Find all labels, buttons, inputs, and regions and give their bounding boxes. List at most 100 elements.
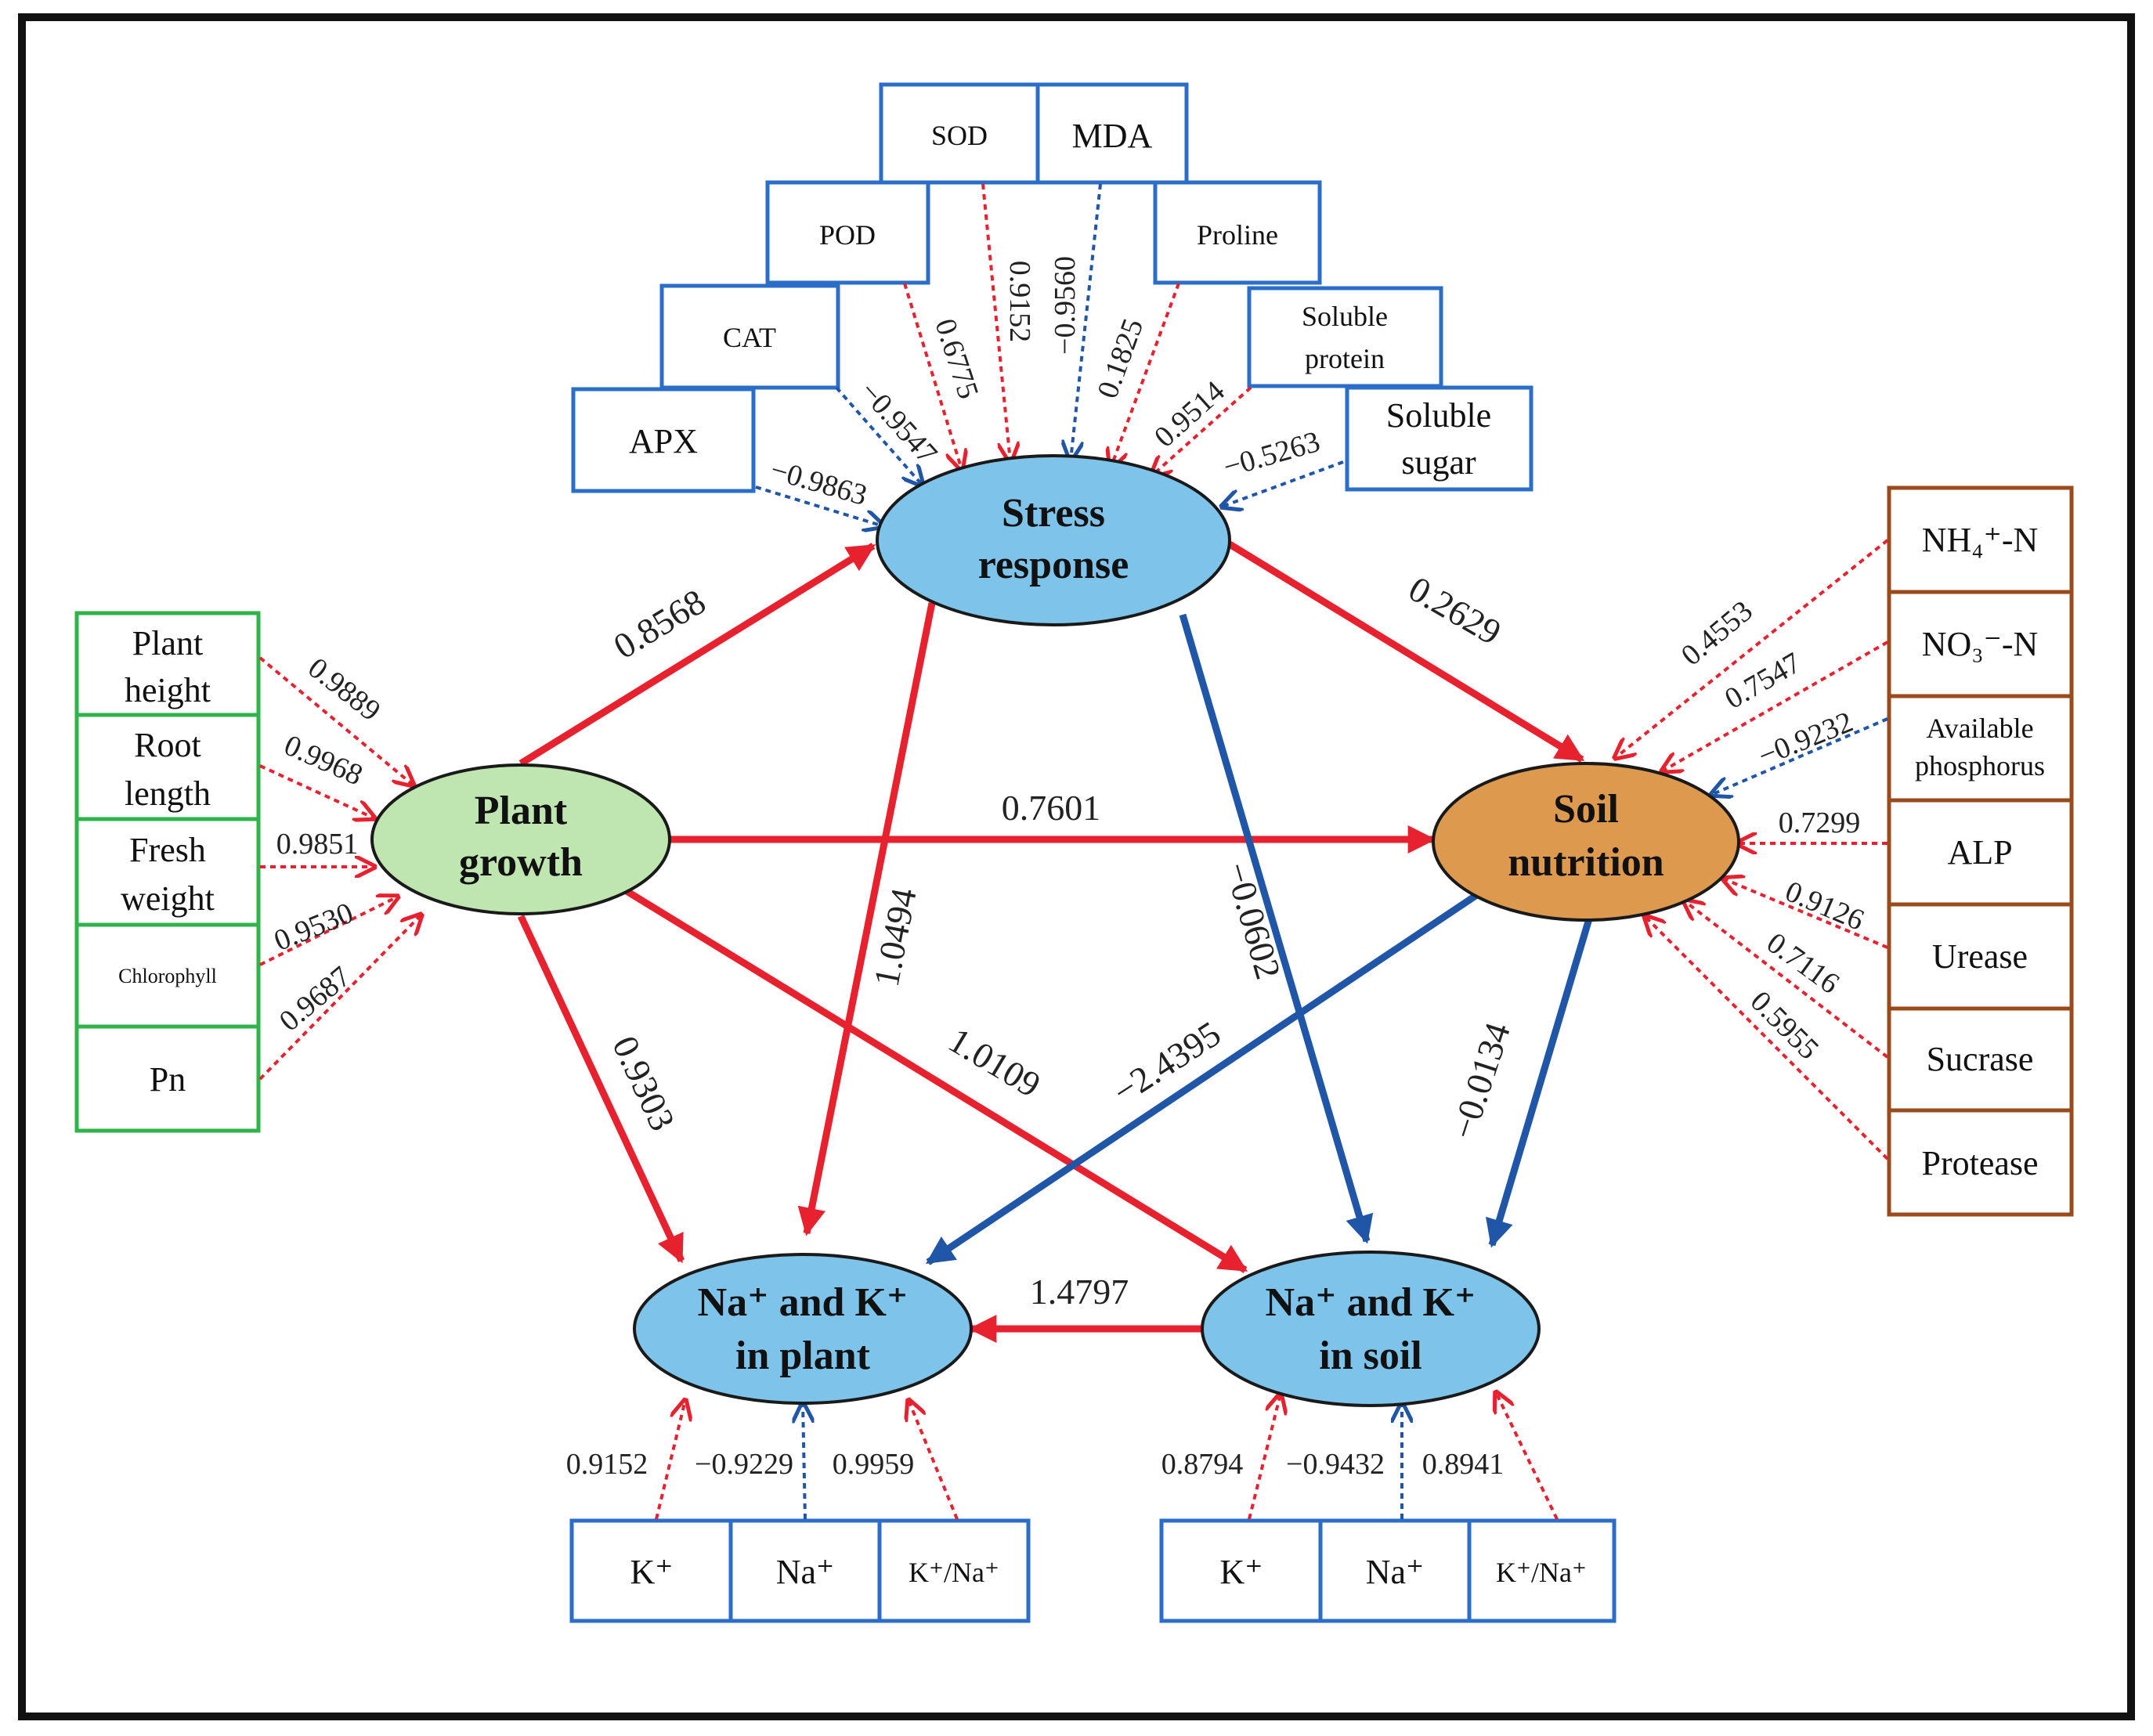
arrow-root-length <box>259 764 374 818</box>
soil-ion-boxes <box>1159 1518 1617 1623</box>
box-sucrase <box>1887 1006 2074 1113</box>
box-no3 <box>1887 590 2074 698</box>
box-sod <box>879 82 1040 185</box>
arrow-available-phosphorus <box>1711 717 1888 795</box>
label-soluble-sugar-1: Soluble <box>1386 396 1491 435</box>
stress-indicator-arrows <box>755 183 1344 526</box>
label-urease: Urease <box>1932 937 2028 976</box>
label-no3: NO₃⁻-N <box>1922 625 2039 663</box>
growth-indicator-arrows <box>258 656 421 1081</box>
node-ions-soil-line2: in soil <box>1319 1334 1422 1378</box>
box-proline <box>1153 180 1322 285</box>
path-growth-to-ions-plant <box>517 915 685 1264</box>
arrow-chlorophyll <box>259 897 398 966</box>
label-sucrase: Sucrase <box>1927 1040 2034 1078</box>
coef-pn: 0.9687 <box>273 960 357 1038</box>
path-growth-to-ions-soil <box>624 888 1248 1273</box>
node-stress-line2: response <box>978 543 1129 587</box>
coef-soil-na: −0.9432 <box>1286 1448 1385 1481</box>
box-plant-k <box>569 1518 733 1623</box>
label-fresh-weight-2: weight <box>121 879 215 918</box>
structural-path-coefs: 0.8568 0.2629 0.7601 1.0494 −0.0602 0.93… <box>605 568 1518 1312</box>
arrow-nh4 <box>1615 539 1889 758</box>
node-stress-response: Stress response <box>876 454 1231 626</box>
coef-stress-to-soil: 0.2629 <box>1402 568 1508 652</box>
soil-indicator-arrows <box>1615 539 1889 1160</box>
soil-indicator-boxes <box>1887 485 2074 1217</box>
soil-indicator-labels: NH₄⁺-N NO₃⁻-N Available phosphorus ALP U… <box>1915 521 2045 1182</box>
arrow-soil-kna <box>1496 1392 1559 1520</box>
coef-chlorophyll: 0.9530 <box>269 897 358 958</box>
coef-pod: 0.6775 <box>928 315 984 402</box>
box-plant-kna <box>877 1518 1031 1623</box>
label-chlorophyll: Chlorophyll <box>118 965 217 987</box>
node-soil-line2: nutrition <box>1508 840 1664 885</box>
box-pod <box>765 180 930 285</box>
coef-sucrase: 0.7116 <box>1761 926 1845 1001</box>
plant-ion-boxes <box>569 1518 1031 1623</box>
path-stress-to-soil <box>1227 541 1585 763</box>
coef-soil-to-ions-soil: −0.0134 <box>1443 1018 1518 1144</box>
label-soluble-sugar-2: sugar <box>1401 443 1476 482</box>
node-ions-plant-ellipse <box>633 1253 973 1405</box>
box-plant-height <box>74 611 261 717</box>
label-apx: APX <box>629 422 698 460</box>
coef-plant-height: 0.9889 <box>302 651 386 727</box>
path-stress-to-ions-soil <box>1179 613 1374 1244</box>
label-pod: POD <box>819 219 876 251</box>
label-sod: SOD <box>931 120 988 151</box>
node-plant-growth: Plant growth <box>370 763 671 915</box>
box-root-length <box>74 713 261 821</box>
box-soil-k <box>1159 1518 1323 1623</box>
coef-root-length: 0.9968 <box>280 729 368 792</box>
node-ions-plant-line2: in plant <box>735 1334 871 1378</box>
coef-growth-to-soil: 0.7601 <box>1002 788 1101 828</box>
box-soil-kna <box>1467 1518 1617 1623</box>
label-available-phosphorus-2: phosphorus <box>1915 750 2045 781</box>
node-ions-plant-line1: Na⁺ and K⁺ <box>698 1280 909 1325</box>
label-protease: Protease <box>1921 1144 2038 1182</box>
coef-plant-na: −0.9229 <box>695 1448 793 1481</box>
ion-box-labels: K⁺ Na⁺ K⁺/Na⁺ K⁺ Na⁺ K⁺/Na⁺ <box>630 1553 1587 1591</box>
node-soil-ellipse <box>1432 762 1740 922</box>
growth-indicator-boxes <box>74 611 261 1133</box>
arrow-pn <box>258 915 421 1081</box>
arrow-apx <box>755 485 883 526</box>
node-soil-nutrition: Soil nutrition <box>1432 762 1740 922</box>
label-cat: CAT <box>723 322 776 353</box>
node-stress-ellipse <box>876 454 1231 626</box>
arrow-cat <box>835 386 923 485</box>
box-chlorophyll <box>74 922 261 1029</box>
label-plant-k: K⁺ <box>630 1553 674 1591</box>
node-growth-line1: Plant <box>475 789 568 833</box>
coef-alp: 0.7299 <box>1779 807 1861 839</box>
arrow-soluble-sugar <box>1222 460 1344 507</box>
node-ions-soil-line1: Na⁺ and K⁺ <box>1266 1280 1476 1325</box>
coef-plant-kna: 0.9959 <box>833 1448 915 1481</box>
label-fresh-weight-1: Fresh <box>129 831 206 869</box>
node-soil-line1: Soil <box>1553 787 1619 832</box>
coef-soluble-sugar: −0.5263 <box>1219 425 1324 484</box>
label-plant-na: Na⁺ <box>776 1553 835 1591</box>
box-soluble-sugar <box>1345 385 1533 492</box>
node-growth-line2: growth <box>459 840 583 885</box>
growth-indicator-coefs: 0.9889 0.9968 0.9851 0.9530 0.9687 <box>269 651 386 1038</box>
label-available-phosphorus-1: Available <box>1926 713 2033 744</box>
growth-indicator-labels: Plant height Root length Fresh weight Ch… <box>118 624 217 1099</box>
label-soil-kna: K⁺/Na⁺ <box>1496 1557 1587 1588</box>
structural-paths <box>517 541 1594 1343</box>
arrow-pod <box>903 283 962 470</box>
node-ions-in-soil: Na⁺ and K⁺ in soil <box>1201 1251 1541 1407</box>
arrow-plant-kna <box>909 1400 959 1520</box>
node-growth-ellipse <box>370 763 671 915</box>
box-protease <box>1887 1108 2074 1217</box>
label-root-length-2: length <box>125 774 211 813</box>
path-soil-to-ions-soil <box>1485 915 1594 1248</box>
coef-plant-k: 0.9152 <box>566 1448 648 1481</box>
coef-fresh-weight: 0.9851 <box>276 828 359 861</box>
box-pn <box>74 1024 261 1133</box>
path-soil-to-ions-plant <box>926 890 1483 1265</box>
figure-frame <box>18 13 2135 1720</box>
label-plant-height-2: height <box>125 671 211 709</box>
